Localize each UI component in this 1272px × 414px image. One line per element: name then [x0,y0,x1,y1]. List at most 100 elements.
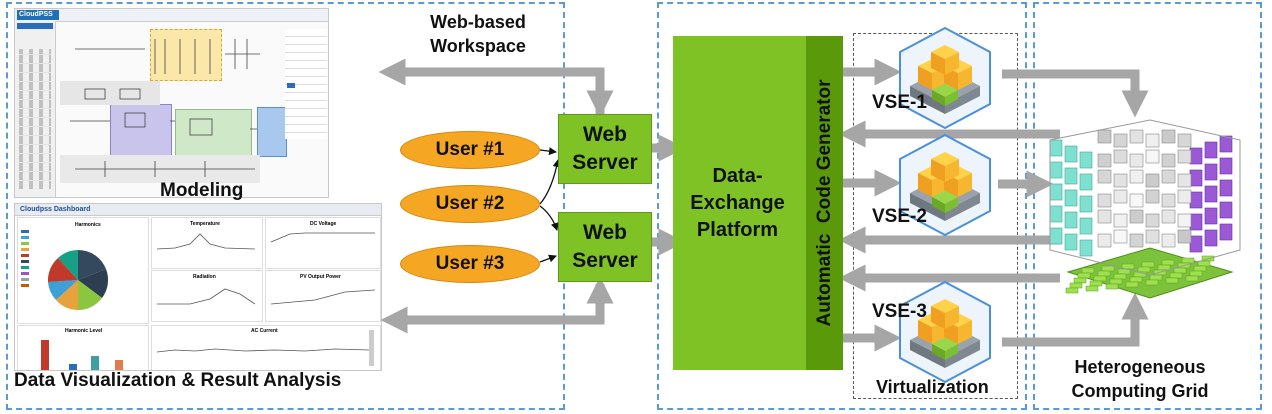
modeling-logo: CloudPSS [17,10,59,20]
grid-base-chip [1173,267,1187,274]
grid-fpga-cell [1204,163,1218,181]
grid-cpu-cube [1177,213,1192,228]
grid-gpu-cell [1049,139,1063,157]
grid-gpu-cell [1064,145,1078,163]
grid-cpu-cube [1177,229,1192,244]
grid-cpu-cube [1161,169,1176,184]
grid-fpga-cell [1219,157,1233,175]
grid-cpu-cube [1129,233,1144,248]
grid-base-chip [1069,282,1083,289]
grid-gpu-cell [1049,227,1063,245]
grid-fpga-cell [1219,201,1233,219]
grid-fpga-cell [1189,213,1203,231]
grid-gpu-cell [1064,167,1078,185]
vse-2-label: VSE-2 [872,206,927,227]
harmonics-title: Harmonics [75,222,101,228]
modeling-sidebar-tab [17,23,53,29]
grid-base-chip [1077,272,1091,279]
grid-fpga-cell [1204,207,1218,225]
harmonic-bar-2 [69,364,77,370]
grid-cpu-cube [1145,213,1160,228]
workspace-label: Web-based Workspace [418,10,538,58]
grid-cpu-cube [1097,233,1112,248]
harmonic-bar-4 [115,360,123,370]
palette-grid [19,49,51,189]
grid-cpu-cube [1129,209,1144,224]
grid-base-chip [1181,257,1195,264]
grid-base-chip [1197,260,1211,267]
grid-cpu-cube [1161,233,1176,248]
grid-cpu-cube [1097,169,1112,184]
grid-cpu-cube [1161,153,1176,168]
pv-output-line [270,289,376,305]
grid-cpu-cube [1097,193,1112,208]
web-server-2: Web Server [558,212,652,282]
circuit-block-green [175,109,252,156]
line-user1-server1 [539,147,557,156]
temperature-widget [151,217,263,269]
platform-label: Data- Exchange Platform [690,164,785,241]
grid-base-chip [1161,259,1175,266]
grid-base-chip [1097,270,1111,277]
grid-base-chip [1093,275,1107,282]
grid-gpu-cell [1079,173,1093,191]
arrow-analysis-to-server2 [520,276,614,325]
grid-cpu-cube [1161,209,1176,224]
middle-panel [657,2,1027,410]
left-panel [6,2,565,410]
grid-fpga-cell [1189,191,1203,209]
grid-frame [1049,119,1241,276]
grid-cpu-cube [1161,193,1176,208]
grid-cpu-cube [1129,169,1144,184]
grid-fpga-cell [1219,223,1233,241]
harmonic-bar-1 [41,340,49,370]
workspace-label-text: Web-based Workspace [430,12,526,56]
grid-fpga-cell [1189,235,1203,253]
grid-cpu-cube [1145,229,1160,244]
grid-cpu-cube [1113,173,1128,188]
ac-current-line [156,348,371,353]
web-server-2-label: Web Server [572,221,638,272]
grid-gpu-cell [1049,205,1063,223]
grid-cpu-cube [1097,129,1112,144]
grid-base-chip [1101,265,1115,272]
grid-base-chip [1165,277,1179,284]
right-panel [1033,2,1262,410]
grid-cpu-cube [1145,173,1160,188]
grid-fpga-cell [1204,185,1218,203]
grid-base-chip [1065,287,1079,294]
grid-gpu-cell [1064,189,1078,207]
grid-gpu-cell [1064,211,1078,229]
circuit-wires [70,39,260,177]
arrow-vse1-grid [1002,69,1149,118]
modeling-logo-text: CloudPSS [19,11,53,18]
grid-cpu-cube [1145,189,1160,204]
grid-gpu-cell [1079,217,1093,235]
analysis-caption: Data Visualization & Result Analysis [14,370,342,391]
grid-base-chip [1145,279,1159,286]
grid-cpu-cube [1177,189,1192,204]
grid-cpu-cube [1145,133,1160,148]
grid-base-chip [1113,273,1127,280]
harmonic-bar-3 [91,356,99,370]
grid-cpu-cube [1145,149,1160,164]
temperature-title: Temperature [190,221,220,227]
grid-cpu-cube [1097,209,1112,224]
grid-base-chip [1141,261,1155,268]
grid-base-chip [1193,265,1207,272]
grid-gpu-cell [1049,161,1063,179]
grid-base-chip [1109,278,1123,285]
grid-cpu-cube [1129,153,1144,168]
arrow-vse3-grid [1002,292,1149,347]
harmonic-level-widget [17,325,149,370]
dc-voltage-widget [265,217,381,269]
dashboard-topbar [15,204,381,216]
user-2: User #2 [400,185,540,223]
vse-1-label: VSE-1 [872,92,927,113]
user-3: User #3 [400,245,540,283]
virtualization-label: Virtualization [876,377,989,397]
grid-cpu-cube [1177,149,1192,164]
grid-base-chip [1129,276,1143,283]
grid-cpu-cube [1113,189,1128,204]
